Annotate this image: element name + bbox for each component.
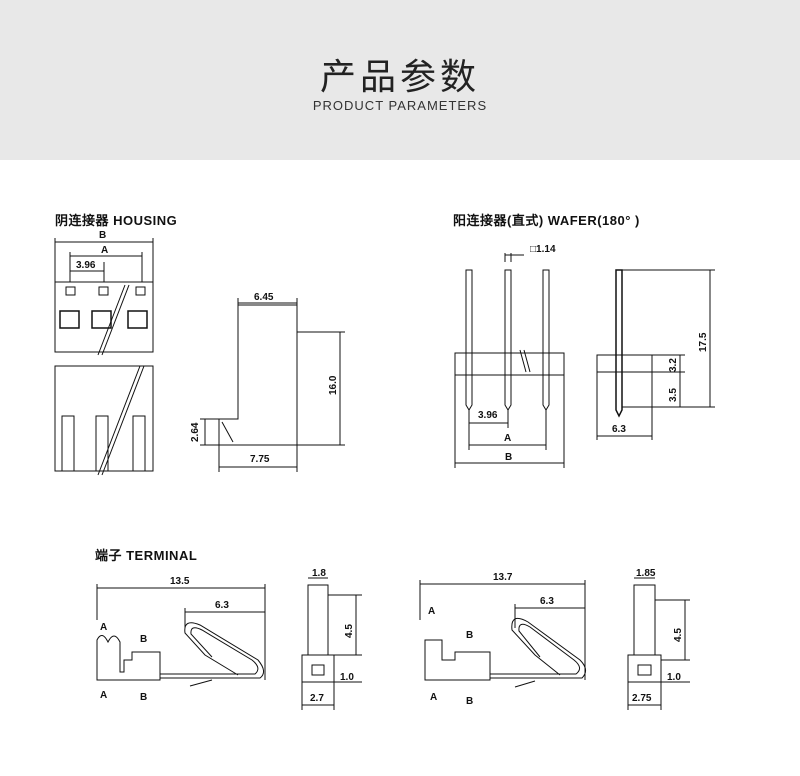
terminal-left-a2: A xyxy=(100,690,107,701)
wafer-dim-lower: 3.5 xyxy=(668,388,679,402)
terminal-left-width-top: 1.8 xyxy=(312,568,326,579)
housing-dim-width: 6.45 xyxy=(254,292,274,303)
terminal-left-a1: A xyxy=(100,622,107,633)
wafer-dim-upper: 3.2 xyxy=(668,358,679,372)
wafer-dim-pin: □1.14 xyxy=(530,244,556,255)
housing-dim-pitch: 3.96 xyxy=(76,260,96,271)
page-title: 产品参数 xyxy=(319,57,480,98)
terminal-right-a2: A xyxy=(430,692,437,703)
terminal-right-front: 1.85 4.5 1.0 2.75 xyxy=(627,568,690,710)
housing-front-view: B A 3.96 xyxy=(54,230,154,356)
terminal-left-front: 1.8 4.5 1.0 2.7 xyxy=(301,568,362,710)
housing-dim-step: 2.64 xyxy=(190,422,201,442)
terminal-right-length: 13.7 xyxy=(493,572,513,583)
terminal-right-a1: A xyxy=(428,606,435,617)
terminal-left-base: 1.0 xyxy=(340,672,354,683)
terminal-title: 端子 TERMINAL xyxy=(95,548,198,563)
housing-dim-b: B xyxy=(99,230,106,241)
wafer-dim-b: B xyxy=(505,452,512,463)
terminal-left-b1: B xyxy=(140,634,147,645)
terminal-left-profile: 13.5 6.3 A B A B xyxy=(96,576,266,703)
terminal-right-width-bot: 2.75 xyxy=(632,693,652,704)
terminal-left-h: 4.5 xyxy=(344,624,355,638)
terminal-right-width-top: 1.85 xyxy=(636,568,656,579)
housing-dim-height: 16.0 xyxy=(328,375,339,395)
terminal-right-b2: B xyxy=(466,696,473,707)
page-subtitle: PRODUCT PARAMETERS xyxy=(312,98,488,113)
wafer-dim-pitch: 3.96 xyxy=(478,410,498,421)
housing-dim-depth: 7.75 xyxy=(250,454,270,465)
terminal-left-length: 13.5 xyxy=(170,576,190,587)
terminal-left-width-bot: 2.7 xyxy=(310,693,324,704)
housing-profile: 6.45 16.0 2.64 7.75 xyxy=(190,292,345,472)
terminal-right-b1: B xyxy=(466,630,473,641)
terminal-right-base: 1.0 xyxy=(667,672,681,683)
housing-title: 阴连接器 HOUSING xyxy=(55,213,178,228)
housing-dim-a: A xyxy=(101,245,108,256)
wafer-dim-base: 6.3 xyxy=(612,424,626,435)
terminal-right-spring: 6.3 xyxy=(540,596,554,607)
technical-drawing: B A 3.96 6.45 16.0 2.64 7.75 xyxy=(54,230,715,710)
header-banner: 产品参数 PRODUCT PARAMETERS xyxy=(0,0,800,160)
terminal-right-h: 4.5 xyxy=(673,628,684,642)
terminal-left-spring: 6.3 xyxy=(215,600,229,611)
housing-side-view xyxy=(54,365,154,476)
wafer-front-view: □1.14 3.96 A B xyxy=(454,244,565,468)
wafer-dim-a: A xyxy=(504,433,511,444)
terminal-left-b2: B xyxy=(140,692,147,703)
terminal-right-profile: 13.7 6.3 A B A B xyxy=(419,572,586,707)
wafer-dim-total: 17.5 xyxy=(698,332,709,352)
wafer-title: 阳连接器(直式) WAFER(180° ) xyxy=(453,213,640,228)
wafer-side-view: 17.5 3.2 3.5 6.3 xyxy=(596,269,715,440)
